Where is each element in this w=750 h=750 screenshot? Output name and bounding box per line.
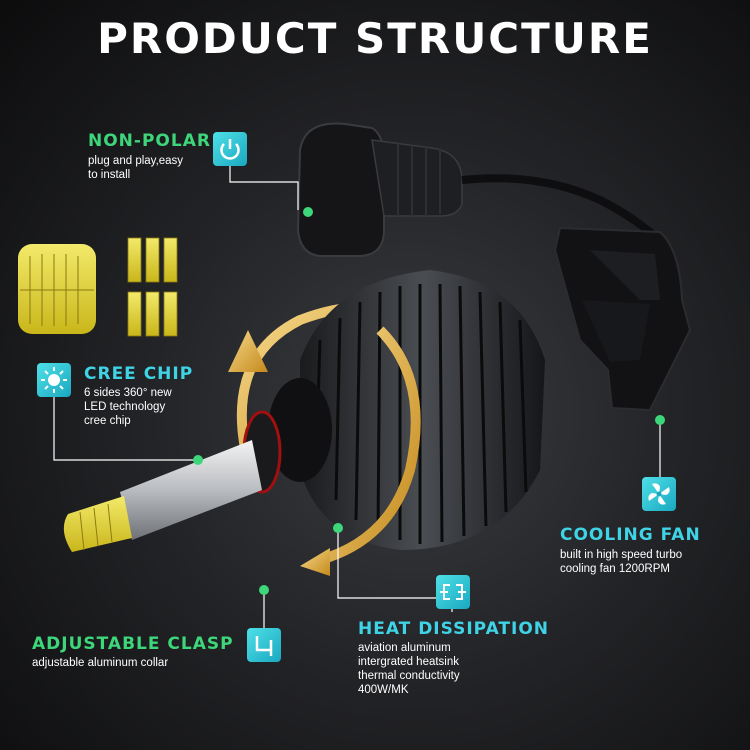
page-title: PRODUCT STRUCTURE: [97, 14, 653, 63]
rotation-arrow-front: [318, 326, 421, 565]
adjustable-clasp-title: ADJUSTABLE CLASP: [32, 634, 234, 654]
heat-icon: [436, 575, 470, 609]
clasp-icon: [247, 628, 281, 662]
non-polar-desc: plug and play,easy to install: [88, 155, 184, 181]
power-icon: [213, 132, 247, 166]
cooling-fan-desc: built in high speed turbo cooling fan 12…: [560, 549, 683, 575]
heat-dissipation-title: HEAT DISSIPATION: [358, 619, 550, 639]
callout-dots: [193, 207, 665, 595]
adjustable-clasp-desc: adjustable aluminum collar: [32, 657, 169, 669]
cree-chip-desc: 6 sides 360° new LED technology cree chi…: [84, 387, 172, 427]
cree-chip-title: CREE CHIP: [84, 364, 194, 384]
chip-bulb-sample: [18, 244, 96, 334]
heatsink-body: [300, 270, 545, 550]
non-polar-title: NON-POLAR: [88, 131, 211, 151]
mount-bracket: [553, 226, 692, 412]
led-stem: [63, 440, 262, 552]
led-chip-strips: [127, 237, 178, 337]
fan-icon: [642, 477, 676, 511]
sun-icon: [37, 363, 71, 397]
heat-dissipation-desc: aviation aluminum intergrated heatsink t…: [358, 642, 460, 696]
cooling-fan-title: COOLING FAN: [560, 525, 701, 545]
